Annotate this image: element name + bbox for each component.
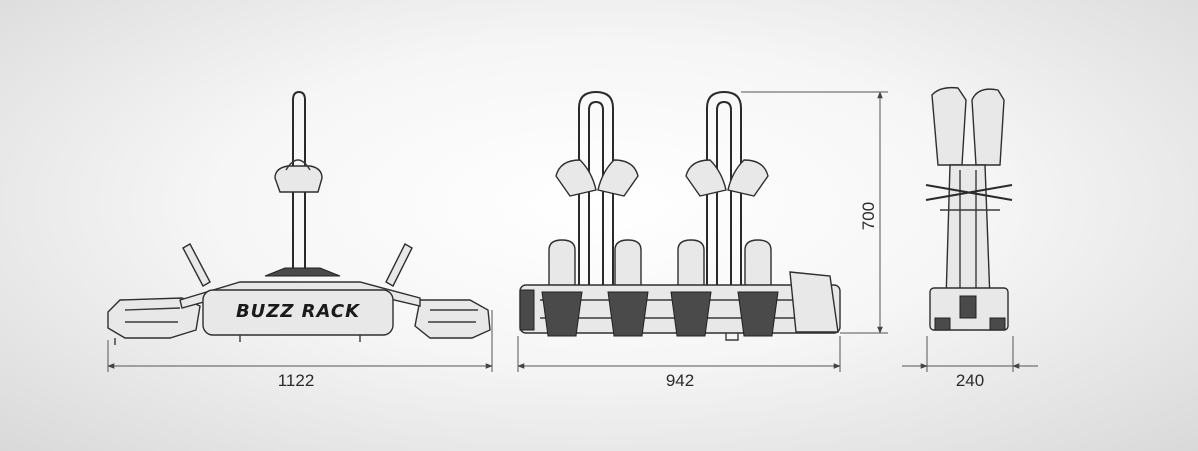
brand-logo-text: BUZZ RACK <box>236 301 361 322</box>
end-view: 240 <box>902 86 1038 390</box>
side-view: BUZZ RACK 1122 <box>107 90 493 390</box>
dimension-label-side-width: 1122 <box>278 371 315 390</box>
dimension-label-top-width: 240 <box>956 371 984 390</box>
dimension-label-front-width: 942 <box>666 371 694 390</box>
dimension-label-front-height: 700 <box>859 202 878 230</box>
front-view: 942 700 <box>517 90 888 390</box>
wheel-straps <box>548 239 772 291</box>
